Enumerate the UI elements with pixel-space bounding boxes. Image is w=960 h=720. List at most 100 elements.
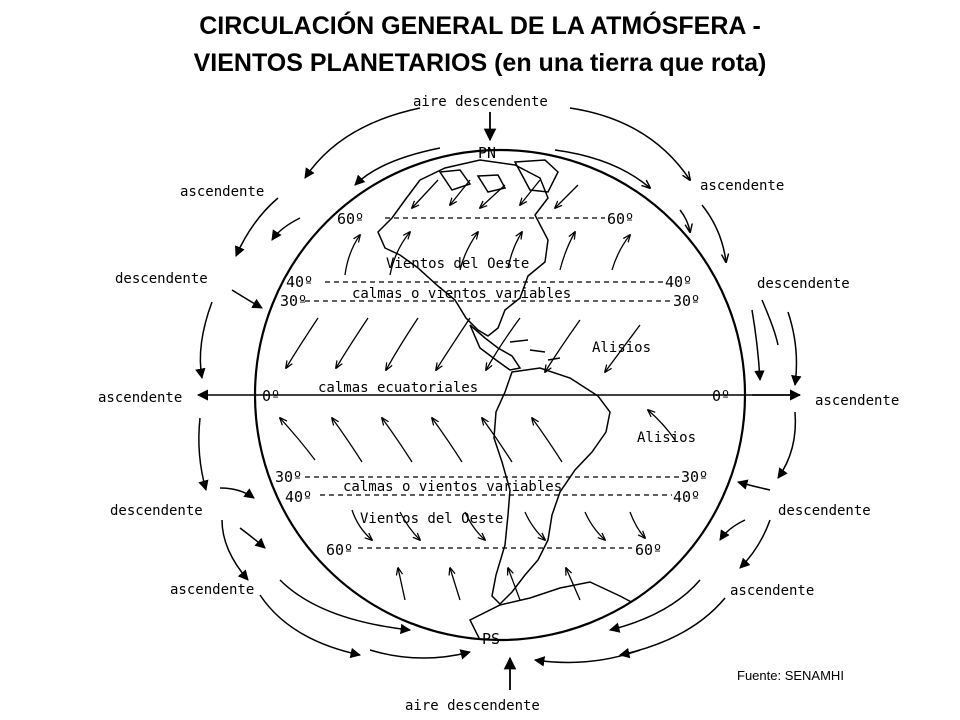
cell-left-3 [231, 289, 263, 309]
cell-left-5 [198, 417, 209, 492]
south-trades-label: Alisios [637, 430, 696, 446]
polar-arrow [555, 184, 579, 208]
cell-left-7 [221, 519, 249, 581]
cell-right-4 [787, 311, 802, 387]
lat-30s-right: 30º [681, 468, 708, 486]
cell-left-2 [271, 217, 301, 241]
lat-60n-right: 60º [607, 210, 634, 228]
right-label-5: ascendente [730, 583, 814, 599]
cell-right-6 [777, 411, 797, 479]
antarctica-outline [468, 581, 651, 640]
trade-arrow [336, 317, 369, 368]
s-trade-arrow [382, 418, 413, 463]
cell-left-4 [195, 301, 213, 380]
westerly-arrow [559, 232, 575, 271]
arctic-islands [438, 169, 507, 193]
cell-top-left-inner [354, 147, 441, 186]
lat-30n-left: 30º [280, 292, 307, 310]
south-calms-label: calmas o vientos variables [343, 479, 562, 495]
s-westerly-arrow [399, 511, 420, 540]
lat-eq-right: 0º [712, 387, 730, 405]
north-america-outline [377, 159, 549, 337]
lat-30n-right: 30º [673, 292, 700, 310]
left-label-4: descendente [110, 503, 203, 519]
s-trade-arrow [482, 418, 513, 463]
bottom-air-label: aire descendente [405, 698, 540, 714]
central-america-outline [469, 324, 522, 371]
westerly-arrow [611, 235, 630, 271]
s-westerly-arrow [584, 511, 605, 540]
polar-arrow [480, 184, 506, 208]
s-polar-arrow [450, 568, 461, 601]
south-pole-label: PS [482, 630, 500, 648]
s-polar-arrow [398, 568, 406, 601]
s-trade-arrow [332, 418, 363, 463]
cell-bottom-right-arc [533, 649, 641, 667]
equatorial-calms-label: calmas ecuatoriales [318, 380, 478, 396]
trade-arrow [545, 319, 581, 372]
lat-eq-left: 0º [262, 387, 280, 405]
latitude-lines [245, 217, 800, 549]
s-westerly-arrow [351, 509, 372, 540]
north-westerlies-label: Vientos del Oeste [386, 256, 529, 272]
polar-arrow [412, 179, 439, 208]
top-air-label: aire descendente [413, 94, 548, 110]
surface-wind-arrows [280, 179, 676, 601]
lat-60s-right: 60º [635, 541, 662, 559]
lat-40n-right: 40º [665, 273, 692, 291]
s-trade-arrow [532, 418, 563, 463]
westerly-arrow [344, 235, 360, 276]
s-trade-arrow [280, 418, 316, 461]
cell-top-left-arc [304, 107, 421, 179]
westerly-arrow [389, 232, 410, 276]
right-label-2: descendente [757, 276, 850, 292]
source-credit: Fuente: SENAMHI [737, 668, 844, 683]
s-westerly-arrow [629, 511, 645, 538]
trade-arrow [605, 324, 641, 372]
trade-arrow [286, 317, 319, 368]
cell-right-1 [701, 204, 726, 262]
caribbean-islands [509, 339, 561, 361]
cell-top-right-arc [569, 107, 690, 180]
diagram-title: CIRCULACIÓN GENERAL DE LA ATMÓSFERA - VI… [0, 8, 960, 82]
right-label-4: descendente [778, 503, 871, 519]
right-label-3: ascendente [815, 393, 899, 409]
title-line-2: VIENTOS PLANETARIOS (en una tierra que r… [193, 49, 767, 77]
westerly-arrow [459, 232, 478, 271]
trade-arrow [386, 317, 419, 370]
cell-bottom-left-arc [369, 649, 472, 660]
right-label-1: ascendente [700, 178, 784, 194]
continents [377, 159, 651, 640]
westerly-arrow [507, 232, 522, 269]
left-label-5: ascendente [170, 582, 254, 598]
cell-left-9 [259, 594, 362, 659]
cell-right-2 [679, 209, 690, 232]
cell-left-6 [219, 487, 255, 499]
cell-right-11 [608, 579, 701, 633]
lat-60s-left: 60º [326, 541, 353, 559]
left-label-1: ascendente [180, 184, 264, 200]
lat-40s-right: 40º [673, 488, 700, 506]
polar-arrow [450, 179, 471, 205]
cell-right-5 [751, 309, 765, 382]
cell-top-right-inner [554, 149, 650, 188]
lat-30s-left: 30º [275, 468, 302, 486]
s-trade-arrow [432, 418, 463, 463]
cell-left-10 [279, 579, 412, 635]
north-calms-label: calmas o vientos variables [352, 286, 571, 302]
cell-right-3 [761, 299, 779, 346]
cell-right-8 [739, 519, 771, 569]
cell-right-7 [736, 479, 771, 491]
pole-air-arrows [483, 112, 517, 690]
north-trades-label: Alisios [592, 340, 651, 356]
s-polar-arrow [566, 568, 581, 601]
left-label-3: ascendente [98, 390, 182, 406]
s-polar-arrow [508, 568, 521, 601]
cell-right-9 [719, 519, 746, 541]
outer-circulation-cells [195, 107, 802, 667]
south-westerlies-label: Vientos del Oeste [360, 511, 503, 527]
lat-40n-left: 40º [286, 273, 313, 291]
s-trade-arrow [648, 410, 676, 441]
cell-left-8 [239, 527, 266, 549]
